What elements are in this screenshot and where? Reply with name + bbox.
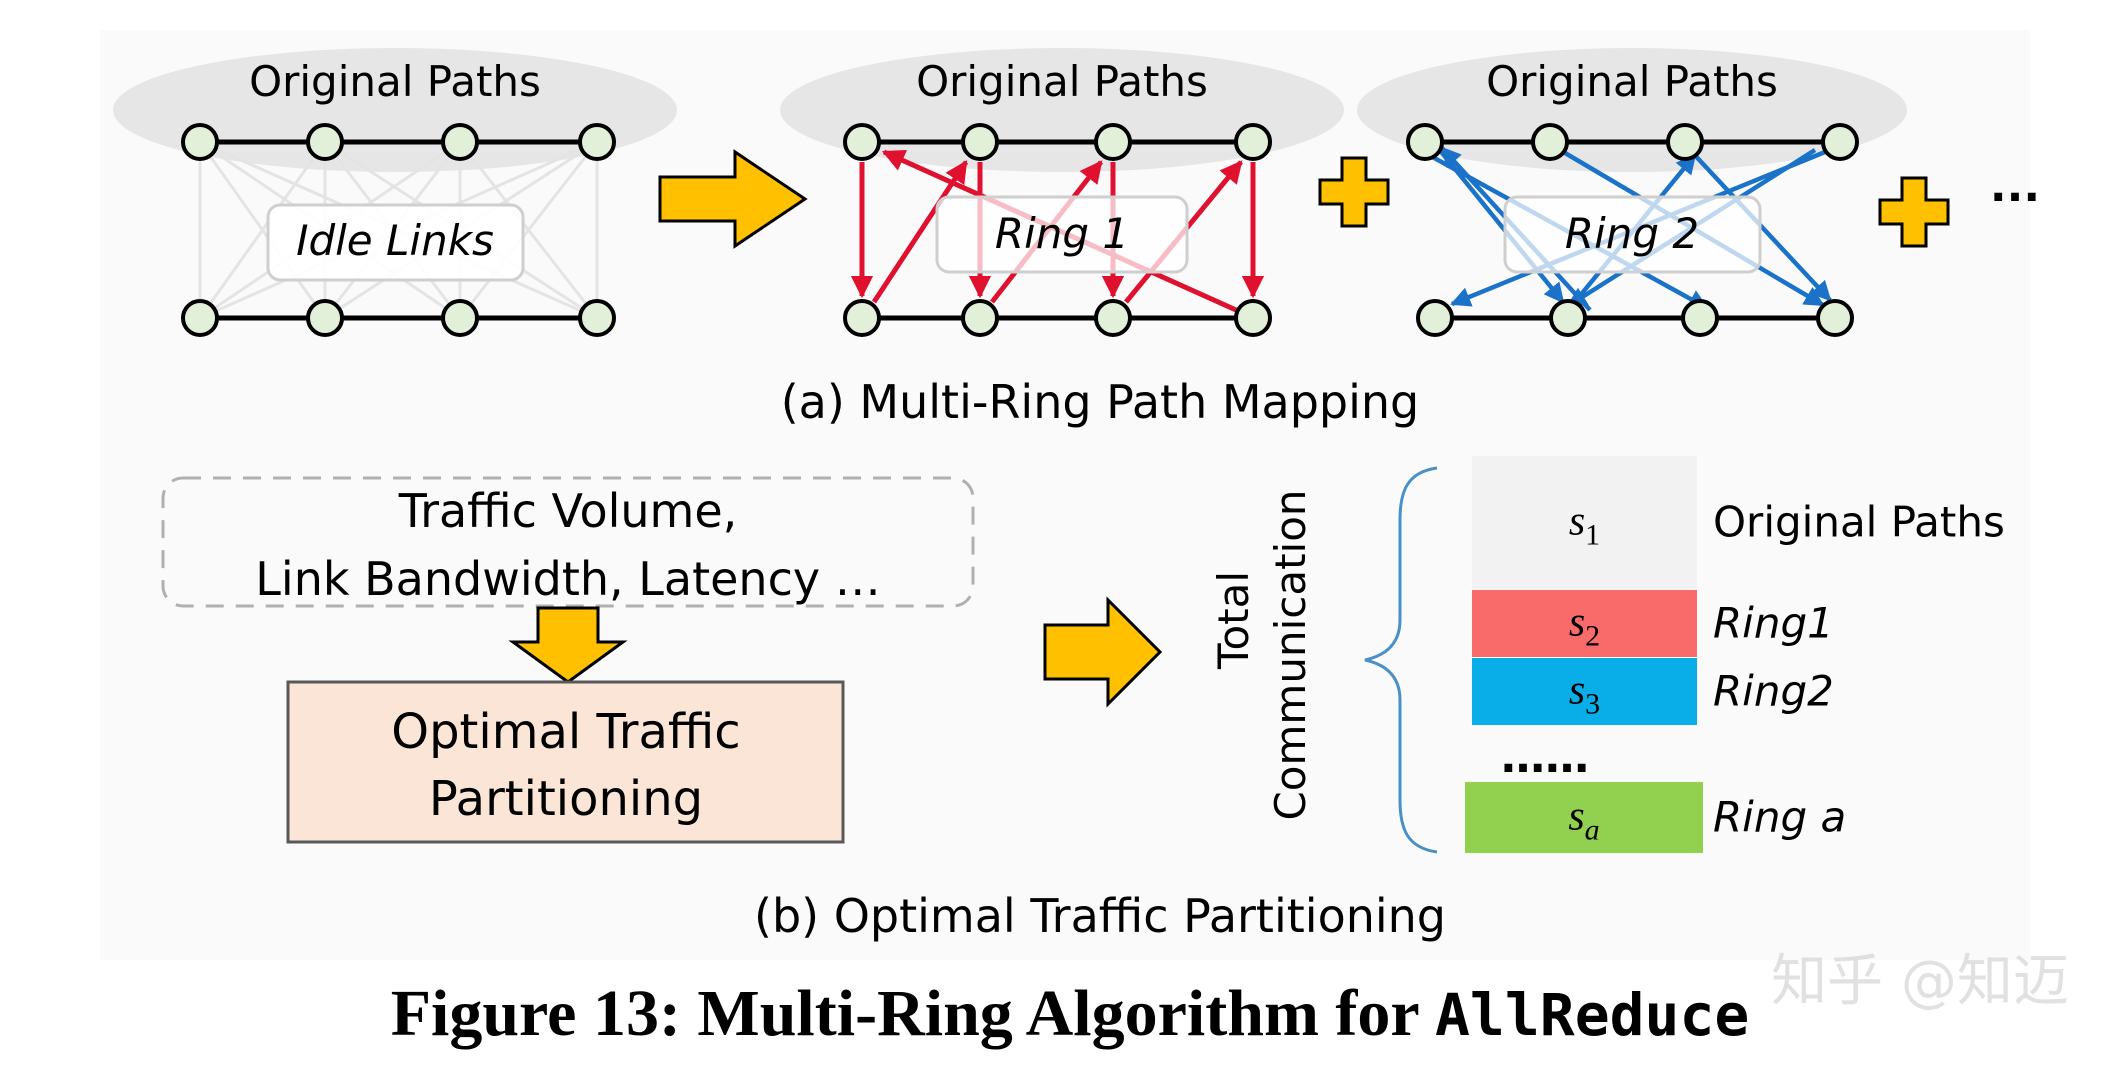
segment-symbol: sa [1568, 794, 1599, 847]
figure-caption-prefix: Figure 13: Multi-Ring Algorithm for [391, 977, 1435, 1050]
figure-caption-code: AllReduce [1435, 981, 1749, 1049]
optimizer-box [286, 680, 845, 844]
right-arrow-icon [658, 149, 808, 249]
node [843, 299, 881, 337]
ring1-label: Ring 1 [995, 209, 1129, 258]
node [961, 123, 999, 161]
right-arrow-icon [1043, 596, 1163, 708]
node [441, 299, 479, 337]
more-ellipsis: ··· [1990, 172, 2040, 223]
node [1416, 299, 1454, 337]
node [1531, 123, 1569, 161]
node [181, 123, 219, 161]
segment-label: Original Paths [1713, 498, 2005, 547]
plus-icon [1318, 156, 1390, 228]
node [843, 123, 881, 161]
ring1-label-box [935, 195, 1189, 274]
factors-line2: Link Bandwidth, Latency … [255, 552, 880, 606]
factors-box [161, 476, 975, 608]
ring2-label-box [1503, 195, 1762, 274]
down-arrow-icon [508, 606, 628, 684]
node [1821, 123, 1859, 161]
ring2-graph: Ring 2 [1406, 123, 1859, 337]
node [578, 123, 616, 161]
node [1816, 299, 1854, 337]
segment-bar [1472, 456, 1697, 589]
segment-bar [1472, 590, 1697, 657]
segment-symbol: s2 [1569, 600, 1600, 653]
communication-segments: s1 Original Paths s2 Ring1 s3 Ring2 sa Ring a [1465, 456, 2005, 853]
segment-label: Ring a [1713, 793, 1846, 842]
node [1666, 123, 1704, 161]
figure-caption: Figure 13: Multi-Ring Algorithm for AllR… [391, 977, 1750, 1050]
caption-a: (a) Multi-Ring Path Mapping [781, 375, 1420, 429]
node [961, 299, 999, 337]
node [1234, 299, 1272, 337]
caption-b: (b) Optimal Traffic Partitioning [754, 889, 1446, 943]
brace [1364, 466, 1438, 854]
segment-symbol: s1 [1569, 499, 1600, 552]
segment-label: Ring1 [1713, 599, 1834, 648]
segment-label: Ring2 [1713, 667, 1834, 716]
idle-links-label: Idle Links [296, 216, 494, 265]
group1-title: Original Paths [249, 57, 541, 106]
node [1234, 123, 1272, 161]
panel-a: Original Paths Original Paths Original P… [113, 48, 2040, 429]
panel-b: Traffic Volume, Link Bandwidth, Latency … [161, 456, 2005, 943]
segment-symbol: s3 [1569, 668, 1600, 721]
optimizer-line1: Optimal Traffic [391, 704, 740, 760]
node [306, 299, 344, 337]
group3-title: Original Paths [1486, 57, 1778, 106]
optimizer-line2: Partitioning [429, 771, 703, 827]
total-label-line2: Communication [1266, 489, 1315, 820]
node [1094, 123, 1132, 161]
ring1-graph: Ring 1 [843, 123, 1272, 337]
node [181, 299, 219, 337]
segment-bar [1472, 658, 1697, 725]
segments-ellipsis: …… [1501, 732, 1589, 783]
node [1549, 299, 1587, 337]
node [441, 123, 479, 161]
node [306, 123, 344, 161]
group2-title: Original Paths [916, 57, 1208, 106]
watermark: 知乎 @知迈 [1771, 949, 2069, 1014]
plus-icon [1878, 176, 1950, 248]
factors-line1: Traffic Volume, [398, 484, 738, 538]
node [1406, 123, 1444, 161]
idle-links-label-box [266, 203, 525, 282]
ring2-label: Ring 2 [1565, 209, 1699, 258]
node [1094, 299, 1132, 337]
total-label-line1: Total [1209, 571, 1258, 670]
segment-bar [1465, 782, 1703, 853]
node [1681, 299, 1719, 337]
node [578, 299, 616, 337]
idle-links-graph: Idle Links [181, 123, 616, 337]
